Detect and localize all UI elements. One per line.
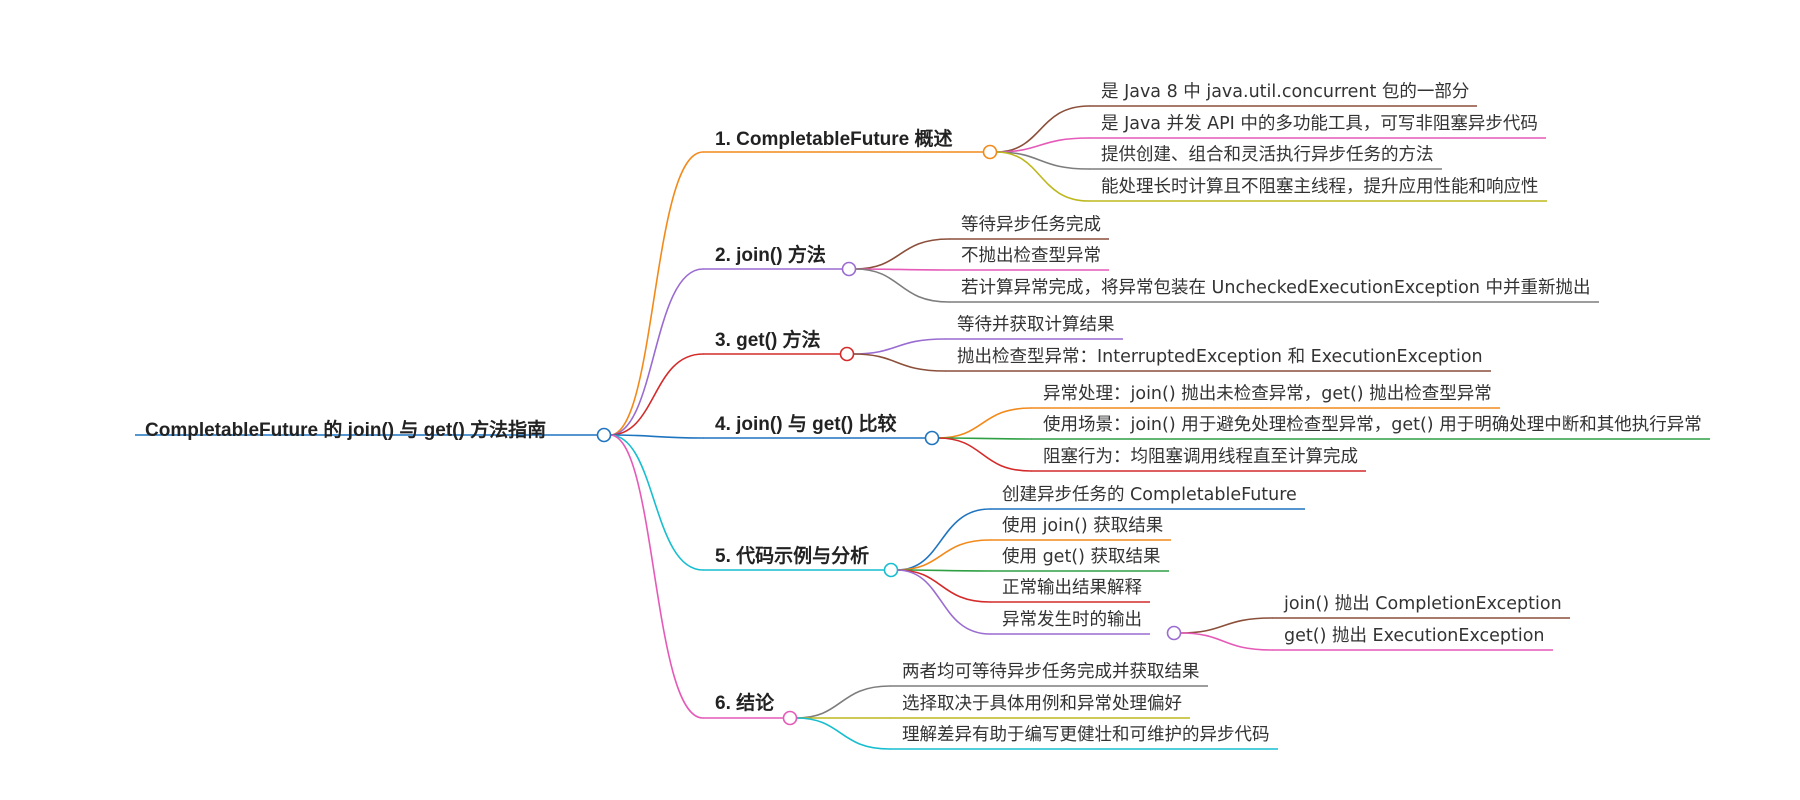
leaf-connector-b2c1 — [854, 238, 950, 270]
branch-node-b5 — [883, 562, 899, 578]
branch-connector-b2 — [609, 268, 704, 436]
leaf-connector-b5c4 — [896, 569, 991, 603]
leaf-connector-b5c1 — [896, 508, 991, 571]
join-item-1[interactable]: 等待异步任务完成 — [961, 215, 1101, 235]
join-item-2[interactable]: 不抛出检查型异常 — [961, 246, 1101, 266]
leaf-connector-b2c2 — [854, 268, 950, 271]
branch-join-method[interactable]: 2. join() 方法 — [715, 245, 826, 266]
get-item-1[interactable]: 等待并获取计算结果 — [957, 315, 1115, 335]
root-node — [596, 427, 612, 443]
exception-item-2[interactable]: get() 抛出 ExecutionException — [1284, 626, 1545, 646]
leaf-connector-b1c1 — [995, 105, 1090, 153]
conclusion-item-3[interactable]: 理解差异有助于编写更健壮和可维护的异步代码 — [902, 725, 1270, 745]
get-item-2[interactable]: 抛出检查型异常：InterruptedException 和 Execution… — [957, 347, 1483, 367]
leaf-connector-b4c2 — [937, 437, 1032, 440]
leaf-connector-b3c2 — [852, 353, 946, 372]
branch-comparison[interactable]: 4. join() 与 get() 比较 — [715, 414, 897, 435]
code-item-2[interactable]: 使用 join() 获取结果 — [1002, 516, 1164, 536]
branch-node-b6 — [782, 710, 798, 726]
overview-item-4[interactable]: 能处理长时计算且不阻塞主线程，提升应用性能和响应性 — [1101, 177, 1539, 197]
leaf-connector-b5c3 — [896, 569, 991, 572]
branch-overview[interactable]: 1. CompletableFuture 概述 — [715, 129, 953, 150]
branch-node-b2 — [841, 261, 857, 277]
branch-node-b1 — [982, 144, 998, 160]
overview-item-1[interactable]: 是 Java 8 中 java.util.concurrent 包的一部分 — [1101, 82, 1470, 102]
comparison-item-2[interactable]: 使用场景：join() 用于避免处理检查型异常，get() 用于明确处理中断和其… — [1043, 415, 1702, 435]
leaf-connector-b5c5b — [1179, 632, 1273, 651]
join-item-3[interactable]: 若计算异常完成，将异常包装在 UncheckedExecutionExcepti… — [961, 278, 1591, 298]
leaf-connector-b2c3 — [854, 268, 950, 303]
conclusion-item-1[interactable]: 两者均可等待异步任务完成并获取结果 — [902, 662, 1200, 682]
leaf-connector-b6c3 — [795, 717, 891, 750]
branch-code-examples[interactable]: 5. 代码示例与分析 — [715, 546, 870, 567]
code-item-5[interactable]: 异常发生时的输出 — [1002, 610, 1142, 630]
branch-connector-b1 — [609, 151, 704, 436]
leaf-connector-b5c5a — [1179, 617, 1273, 634]
branch-node-b4 — [924, 430, 940, 446]
leaf-connector-b1c2 — [995, 137, 1090, 153]
branch-connector-b6 — [609, 434, 704, 719]
leaf-node-b5c5 — [1166, 625, 1182, 641]
root-topic[interactable]: CompletableFuture 的 join() 与 get() 方法指南 — [145, 420, 547, 441]
leaf-connector-b4c3 — [937, 437, 1032, 472]
branch-node-b3 — [839, 346, 855, 362]
leaf-connector-b6c1 — [795, 685, 891, 719]
exception-item-1[interactable]: join() 抛出 CompletionException — [1284, 594, 1562, 614]
overview-item-2[interactable]: 是 Java 并发 API 中的多功能工具，可写非阻塞异步代码 — [1101, 114, 1538, 134]
leaf-connector-b5c2 — [896, 539, 991, 571]
leaf-connector-b5c5 — [896, 569, 991, 635]
overview-item-3[interactable]: 提供创建、组合和灵活执行异步任务的方法 — [1101, 145, 1434, 165]
comparison-item-3[interactable]: 阻塞行为：均阻塞调用线程直至计算完成 — [1043, 447, 1358, 467]
code-item-1[interactable]: 创建异步任务的 CompletableFuture — [1002, 485, 1297, 505]
branch-get-method[interactable]: 3. get() 方法 — [715, 330, 821, 351]
leaf-connector-b1c4 — [995, 151, 1090, 202]
branch-connector-b3 — [609, 353, 704, 436]
branch-conclusion[interactable]: 6. 结论 — [715, 693, 775, 714]
code-item-3[interactable]: 使用 get() 获取结果 — [1002, 547, 1161, 567]
branch-connector-b4 — [609, 434, 704, 439]
code-item-4[interactable]: 正常输出结果解释 — [1002, 578, 1142, 598]
leaf-connector-b3c1 — [852, 338, 946, 355]
conclusion-item-2[interactable]: 选择取决于具体用例和异常处理偏好 — [902, 694, 1182, 714]
leaf-connector-b4c1 — [937, 407, 1032, 439]
branch-connector-b5 — [609, 434, 704, 571]
leaf-connector-b1c3 — [995, 151, 1090, 170]
comparison-item-1[interactable]: 异常处理：join() 抛出未检查异常，get() 抛出检查型异常 — [1043, 384, 1492, 404]
